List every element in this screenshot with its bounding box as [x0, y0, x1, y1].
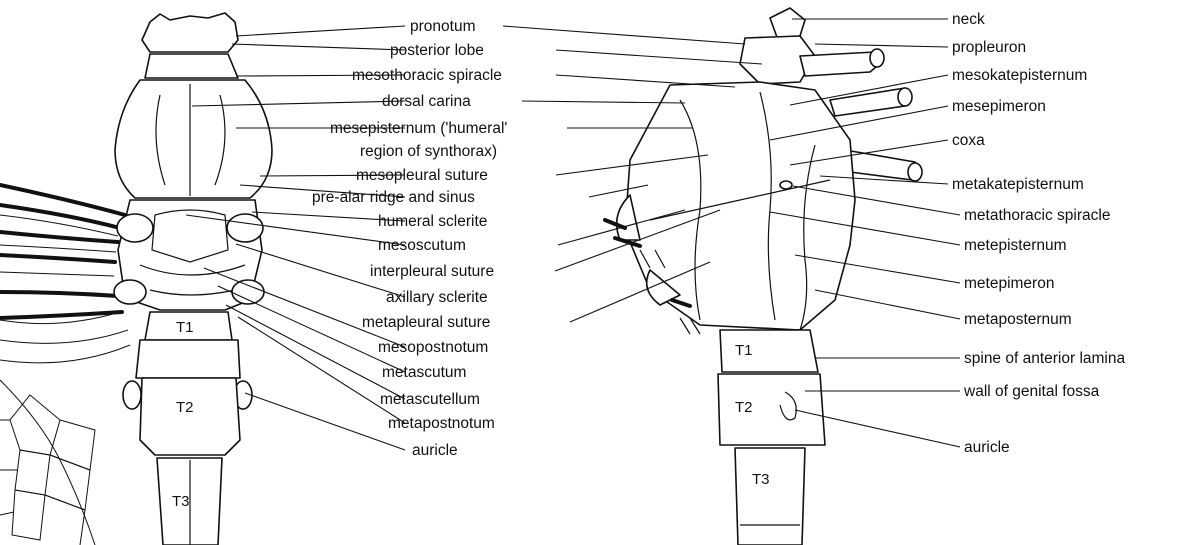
label-metathoracic-spiracle: metathoracic spiracle [964, 207, 1110, 224]
label-mesepimeron: mesepimeron [952, 98, 1046, 115]
label-mesoscutum: mesoscutum [378, 237, 466, 254]
dorsal-thorax-outline [114, 13, 272, 545]
wing-membranes [0, 312, 130, 545]
label-interpleural-suture: interpleural suture [370, 263, 494, 280]
label-mesepisternum: mesepisternum ('humeral' [330, 120, 507, 137]
label-auricle-left: auricle [412, 442, 458, 459]
label-wall-of-genital-fossa: wall of genital fossa [963, 383, 1100, 400]
label-axillary-sclerite: axillary sclerite [386, 289, 488, 306]
label-metakatepisternum: metakatepisternum [952, 176, 1084, 193]
label-region-of-synthorax: region of synthorax) [360, 143, 497, 160]
label-neck: neck [952, 11, 985, 28]
label-pronotum: pronotum [410, 18, 475, 35]
label-mesopostnotum: mesopostnotum [378, 339, 488, 356]
label-pre-alar-ridge: pre-alar ridge and sinus [312, 189, 475, 206]
segment-t3-left: T3 [172, 493, 190, 510]
label-metaposternum: metaposternum [964, 311, 1072, 328]
label-mesokatepisternum: mesokatepisternum [952, 67, 1087, 84]
label-humeral-sclerite: humeral sclerite [378, 213, 487, 230]
segment-t1-left: T1 [176, 319, 194, 336]
wing-veins [0, 185, 125, 318]
segment-t2-right: T2 [735, 399, 753, 416]
label-metepisternum: metepisternum [964, 237, 1067, 254]
label-metepimeron: metepimeron [964, 275, 1054, 292]
label-auricle-right: auricle [964, 439, 1010, 456]
label-dorsal-carina: dorsal carina [382, 93, 471, 110]
label-mesopleural-suture: mesopleural suture [356, 167, 488, 184]
label-coxa: coxa [952, 132, 985, 149]
label-propleuron: propleuron [952, 39, 1026, 56]
label-spine-of-anterior-lamina: spine of anterior lamina [964, 350, 1125, 367]
label-metapleural-suture: metapleural suture [362, 314, 490, 331]
segment-t1-right: T1 [735, 342, 753, 359]
segment-t3-right: T3 [752, 471, 770, 488]
label-metapostnotum: metapostnotum [388, 415, 495, 432]
label-posterior-lobe: posterior lobe [390, 42, 484, 59]
segment-t2-left: T2 [176, 399, 194, 416]
label-metascutum: metascutum [382, 364, 466, 381]
label-metascutellum: metascutellum [380, 391, 480, 408]
label-mesothoracic-spiracle: mesothoracic spiracle [352, 67, 502, 84]
